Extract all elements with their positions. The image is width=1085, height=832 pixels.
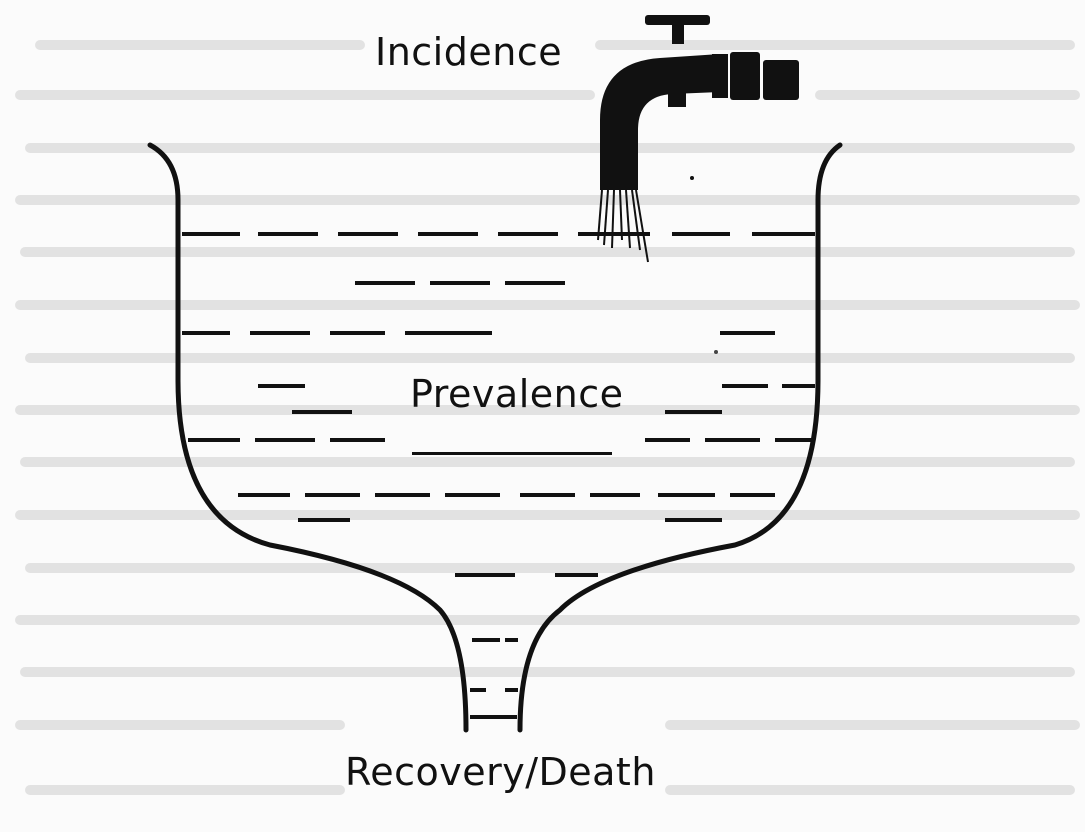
vessel-outline [150,145,840,730]
ink-speck [690,176,694,180]
incidence-label: Incidence [375,30,562,74]
ink-speck [714,350,718,354]
outflow-label: Recovery/Death [345,750,656,794]
prevalence-label: Prevalence [410,372,623,416]
prevalence-underline [412,452,612,455]
